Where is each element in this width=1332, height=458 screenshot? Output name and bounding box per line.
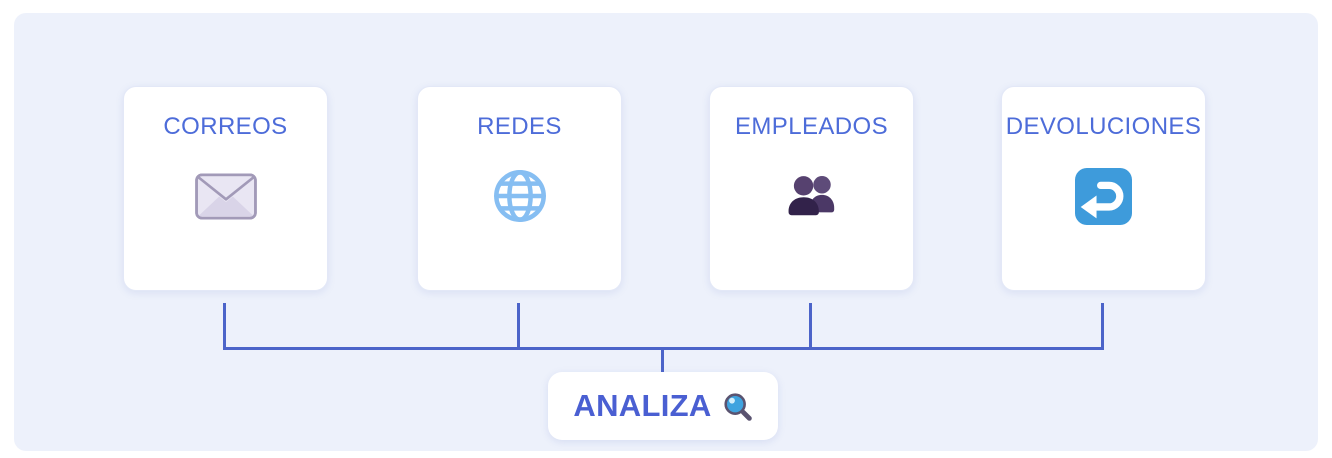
- connector-stub-analiza: [661, 350, 664, 372]
- card-redes[interactable]: REDES: [417, 86, 622, 291]
- card-empleados-title: EMPLEADOS: [735, 113, 888, 140]
- card-redes-title: REDES: [477, 113, 562, 140]
- card-analiza[interactable]: ANALIZA: [548, 372, 778, 440]
- people-icon: [783, 165, 841, 227]
- card-empleados[interactable]: EMPLEADOS: [709, 86, 914, 291]
- connector-stub-redes: [517, 303, 520, 350]
- connector-stub-correos: [223, 303, 226, 350]
- connector-stub-empleados: [809, 303, 812, 350]
- envelope-icon: [194, 165, 257, 227]
- globe-icon: [491, 165, 549, 227]
- card-correos-title: CORREOS: [163, 113, 288, 140]
- connector-bus: [223, 347, 1104, 350]
- return-arrow-icon: [1075, 165, 1132, 227]
- card-devoluciones[interactable]: DEVOLUCIONES: [1001, 86, 1206, 291]
- connector-stub-devoluciones: [1101, 303, 1104, 350]
- card-correos[interactable]: CORREOS: [123, 86, 328, 291]
- card-devoluciones-title: DEVOLUCIONES: [1005, 113, 1202, 140]
- card-analiza-label: ANALIZA: [573, 388, 712, 423]
- magnifying-glass-icon: [722, 391, 753, 422]
